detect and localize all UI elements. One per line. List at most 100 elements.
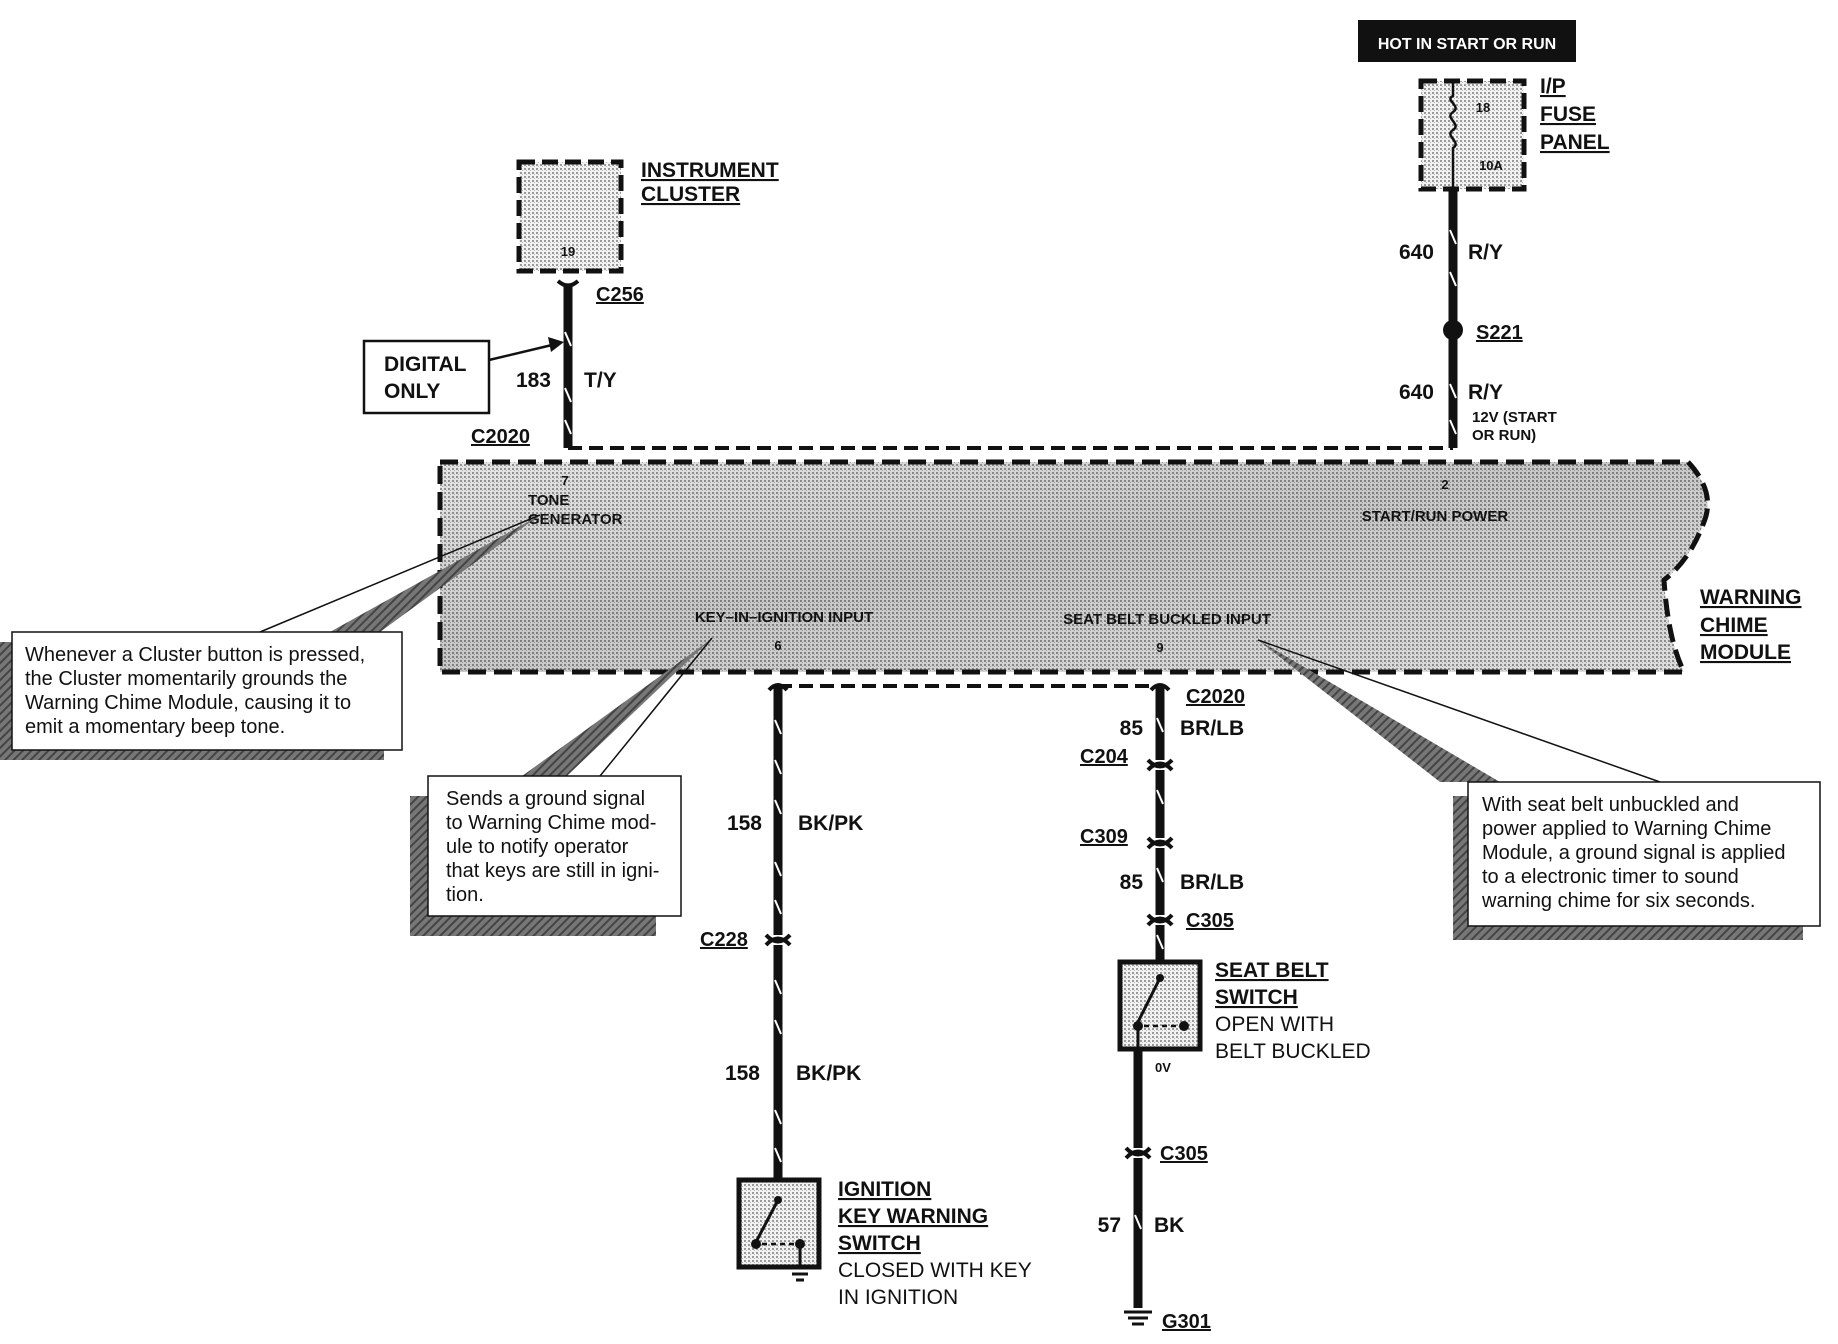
ground-signal-note: Sends a ground signal to Warning Chime m… — [410, 637, 713, 936]
module-pin-tone: 7 — [561, 473, 568, 488]
cluster-pin: 19 — [561, 244, 575, 259]
digital-only-label-2: ONLY — [384, 380, 440, 403]
ground-g301-label: G301 — [1162, 1311, 1211, 1333]
connector-c228 — [764, 936, 792, 947]
wire-57-color: BK — [1154, 1214, 1184, 1237]
wire-57-circuit: 57 — [1098, 1214, 1121, 1237]
seat-switch-label-1: SEAT BELT — [1215, 959, 1329, 982]
connector-c2020-left-label: C2020 — [471, 426, 530, 448]
wire-158-top-circuit: 158 — [727, 812, 762, 835]
splice-s221-label: S221 — [1476, 322, 1523, 344]
connector-c228-label: C228 — [700, 929, 748, 951]
cluster-note: Whenever a Cluster button is pressed, th… — [0, 514, 541, 760]
wire-158-bottom-circuit: 158 — [725, 1062, 760, 1085]
seat-switch-blade — [1136, 977, 1162, 1023]
ground-note-line-5: tion. — [446, 884, 484, 906]
module-pin-key: 6 — [774, 638, 781, 653]
fuse-symbol — [1449, 81, 1457, 189]
instrument-cluster: 19 INSTRUMENT CLUSTER — [516, 159, 779, 274]
ground-note-line-4: that keys are still in igni- — [446, 860, 659, 882]
module-label-1: WARNING — [1700, 586, 1802, 609]
wire-158 — [764, 683, 792, 1180]
ground-note-line-1: Sends a ground signal — [446, 788, 645, 810]
cluster-note-line-4: emit a momentary beep tone. — [25, 716, 285, 738]
wire-640-note-2: OR RUN) — [1472, 427, 1536, 444]
connector-c256-label: C256 — [596, 284, 644, 306]
wire-183-color: T/Y — [584, 369, 617, 392]
ground-note-line-3: ule to notify operator — [446, 836, 629, 858]
connector-c204 — [1146, 761, 1174, 772]
seatbelt-note: With seat belt unbuckled and power appli… — [1257, 639, 1821, 940]
wire-640-top-circuit: 640 — [1399, 241, 1434, 264]
wire-57 — [1124, 1049, 1152, 1326]
module-pin-seat: 9 — [1156, 640, 1163, 655]
connector-c305-top — [1146, 916, 1174, 927]
tone-generator-label-1: TONE — [528, 492, 569, 509]
digital-only-label-1: DIGITAL — [384, 353, 467, 376]
key-in-ignition-input-label: KEY–IN–IGNITION INPUT — [695, 609, 873, 626]
tone-generator-label-2: GENERATOR — [528, 511, 623, 528]
wire-640-top-color: R/Y — [1468, 241, 1503, 264]
ignition-switch-label-1: IGNITION — [838, 1178, 931, 1201]
fuse-number: 18 — [1476, 100, 1490, 115]
fuse-rating: 10A — [1479, 158, 1503, 173]
connector-c305-top-label: C305 — [1186, 910, 1234, 932]
seatbelt-note-line-5: warning chime for six seconds. — [1481, 890, 1755, 912]
seat-belt-buckled-input-label: SEAT BELT BUCKLED INPUT — [1063, 611, 1271, 628]
wire-85-bottom-circuit: 85 — [1120, 871, 1144, 894]
wire-85 — [1146, 683, 1174, 962]
cluster-label-2: CLUSTER — [641, 183, 740, 206]
cluster-note-line-2: the Cluster momentarily grounds the — [25, 668, 347, 690]
ignition-switch-label-3: SWITCH — [838, 1232, 921, 1255]
fuse-panel-label-2: FUSE — [1540, 103, 1596, 126]
ignition-switch-desc-1: CLOSED WITH KEY — [838, 1259, 1032, 1282]
seatbelt-note-line-4: to a electronic timer to sound — [1482, 866, 1739, 888]
cluster-note-line-1: Whenever a Cluster button is pressed, — [25, 644, 365, 666]
module-label-2: CHIME — [1700, 614, 1768, 637]
fuse-panel-label-1: I/P — [1540, 75, 1566, 98]
seat-belt-switch: SEAT BELT SWITCH OPEN WITH BELT BUCKLED … — [1117, 959, 1371, 1075]
switch-blade — [754, 1199, 780, 1243]
connector-c204-label: C204 — [1080, 746, 1129, 768]
wire-640 — [1443, 189, 1463, 448]
ground-note-line-2: to Warning Chime mod- — [446, 812, 656, 834]
seat-switch-desc-1: OPEN WITH — [1215, 1013, 1334, 1036]
seatbelt-note-line-3: Module, a ground signal is applied — [1482, 842, 1786, 864]
wire-640-bottom-color: R/Y — [1468, 381, 1503, 404]
connector-c309-label: C309 — [1080, 826, 1128, 848]
ground-symbol — [788, 1266, 812, 1282]
module-pin-power: 2 — [1441, 477, 1448, 492]
seat-switch-label-2: SWITCH — [1215, 986, 1298, 1009]
wire-158-top-color: BK/PK — [798, 812, 863, 835]
connector-c256 — [556, 279, 580, 288]
connector-c305-bottom-label: C305 — [1160, 1143, 1208, 1165]
seat-switch-voltage: 0V — [1155, 1060, 1171, 1075]
seatbelt-note-line-1: With seat belt unbuckled and — [1482, 794, 1739, 816]
fuse-panel: 18 10A I/P FUSE PANEL — [1418, 75, 1610, 192]
hot-in-start-or-run-badge: HOT IN START OR RUN — [1358, 20, 1576, 62]
wire-85-bottom-color: BR/LB — [1180, 871, 1244, 894]
wire-183-circuit: 183 — [516, 369, 551, 392]
cluster-label-1: INSTRUMENT — [641, 159, 779, 182]
wire-158-bottom-color: BK/PK — [796, 1062, 861, 1085]
hot-in-start-label: HOT IN START OR RUN — [1378, 36, 1556, 53]
ignition-switch-label-2: KEY WARNING — [838, 1205, 988, 1228]
connector-c305-bottom — [1124, 1149, 1152, 1160]
wire-640-note-1: 12V (START — [1472, 409, 1557, 426]
wire-85-top-color: BR/LB — [1180, 717, 1244, 740]
fuse-panel-label-3: PANEL — [1540, 131, 1610, 154]
connector-c2020-right-label: C2020 — [1186, 686, 1245, 708]
module-label-3: MODULE — [1700, 641, 1791, 664]
start-run-power-label: START/RUN POWER — [1362, 508, 1509, 525]
wire-183 — [556, 279, 580, 448]
ignition-switch-desc-2: IN IGNITION — [838, 1286, 958, 1309]
connector-c309 — [1146, 839, 1174, 850]
ground-g301-symbol — [1124, 1310, 1152, 1326]
digital-only-callout: DIGITAL ONLY — [362, 337, 564, 415]
seat-switch-desc-2: BELT BUCKLED — [1215, 1040, 1371, 1063]
wire-85-top-circuit: 85 — [1120, 717, 1144, 740]
ignition-key-warning-switch: IGNITION KEY WARNING SWITCH CLOSED WITH … — [736, 1177, 1032, 1309]
seatbelt-note-line-2: power applied to Warning Chime — [1482, 818, 1771, 840]
cluster-note-line-3: Warning Chime Module, causing it to — [25, 692, 351, 714]
